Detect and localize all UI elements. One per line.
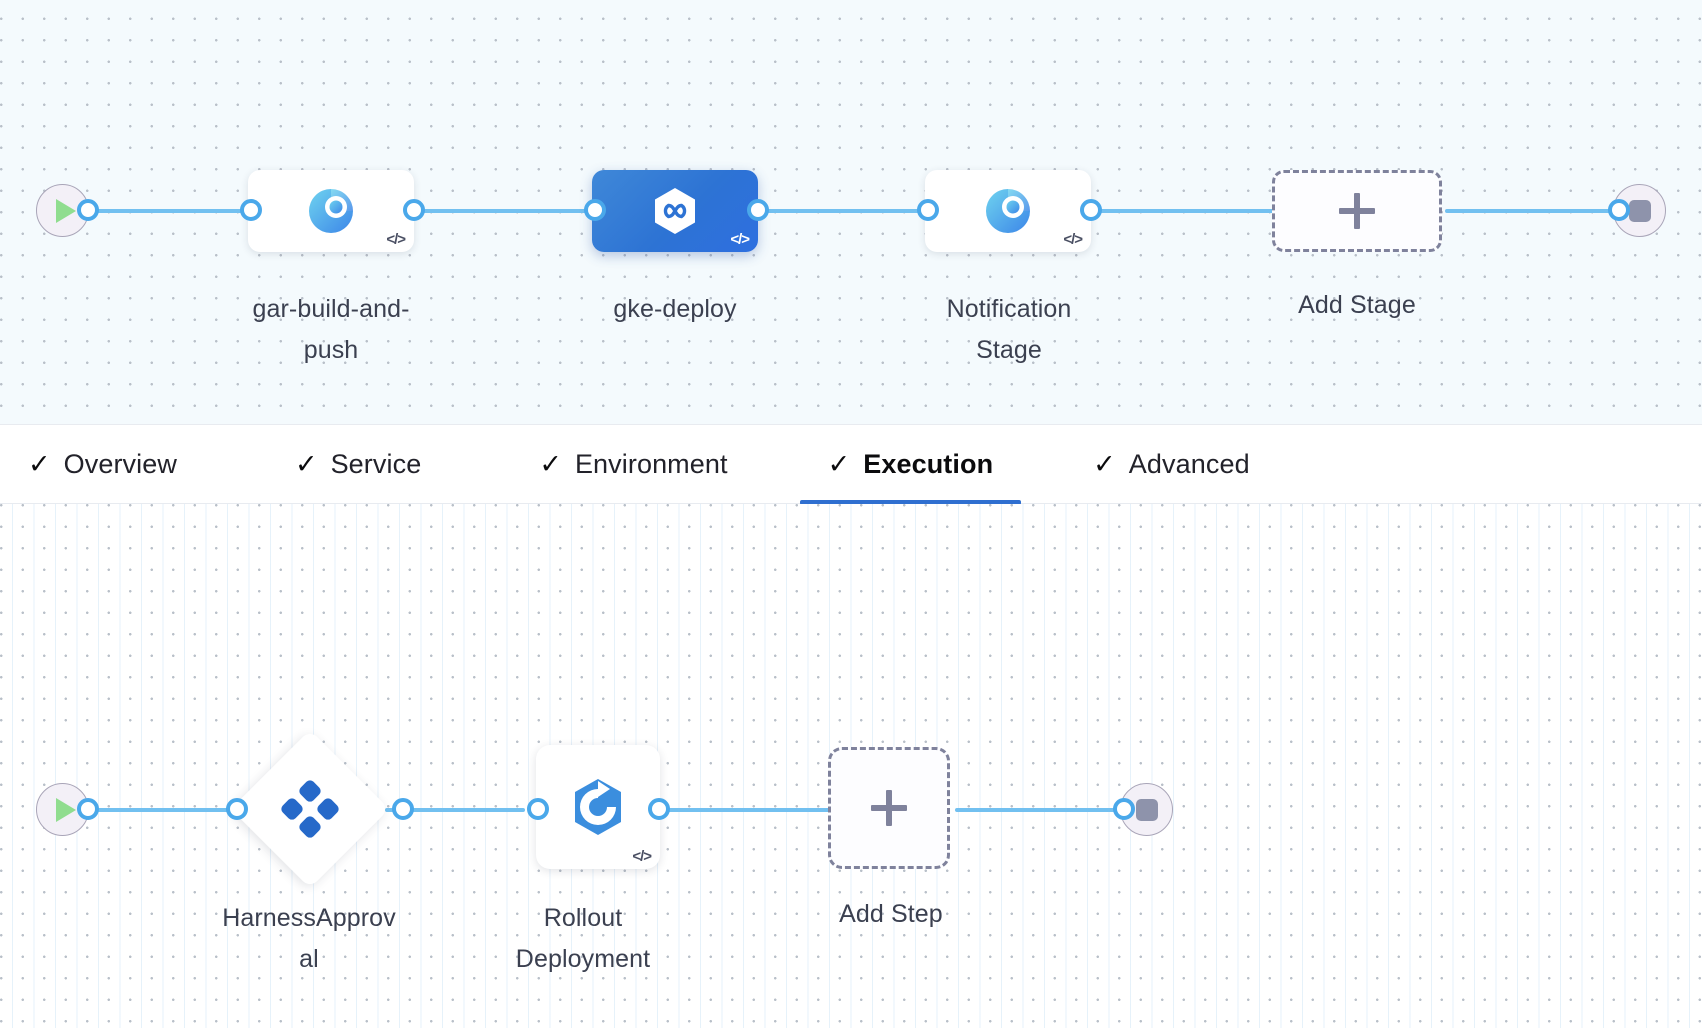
check-icon: ✓ xyxy=(539,448,562,479)
step-connector-dot[interactable] xyxy=(226,798,248,820)
harness-approval-icon-wrap xyxy=(254,753,366,865)
tab-label: Service xyxy=(330,448,422,479)
stage-connector-dot[interactable] xyxy=(917,199,939,221)
tab-environment[interactable]: ✓ Environment xyxy=(511,424,755,504)
stage-node-gar-build-and-push[interactable]: </> xyxy=(248,170,414,252)
check-icon: ✓ xyxy=(28,448,51,479)
code-badge-icon: </> xyxy=(1063,231,1083,248)
stage-node-notification-stage[interactable]: </> xyxy=(925,170,1091,252)
add-stage-button[interactable] xyxy=(1272,170,1442,252)
code-badge-icon: </> xyxy=(386,231,406,248)
plus-icon xyxy=(1339,193,1375,229)
tab-label: Environment xyxy=(574,448,728,479)
stage-connector-dot[interactable] xyxy=(240,199,262,221)
stage-link-3 xyxy=(740,209,925,213)
stage-label-notification-stage: Notification Stage xyxy=(946,295,1072,364)
step-connector-dot[interactable] xyxy=(1113,798,1135,820)
stage-link-4 xyxy=(1075,209,1275,213)
stop-icon xyxy=(1628,199,1651,222)
check-icon: ✓ xyxy=(1093,448,1116,479)
step-connector-dot[interactable] xyxy=(77,798,99,820)
add-step-label: Add Step xyxy=(839,900,943,928)
stage-connector-dot[interactable] xyxy=(584,199,606,221)
step-link-1 xyxy=(86,808,234,812)
stage-link-2 xyxy=(410,209,592,213)
plus-icon xyxy=(871,790,907,826)
harness-approval-icon xyxy=(281,780,339,838)
step-label-rollout-deployment: Rollout Deployment xyxy=(515,904,651,973)
step-connector-dot[interactable] xyxy=(527,798,549,820)
stage-connector-dot[interactable] xyxy=(747,199,769,221)
add-stage-label: Add Stage xyxy=(1298,291,1416,319)
stage-connector-dot[interactable] xyxy=(1608,199,1630,221)
stage-link-1 xyxy=(86,209,252,213)
code-badge-icon: </> xyxy=(730,231,750,248)
stage-config-tabs[interactable]: ✓ Overview ✓ Service ✓ Environment ✓ Exe… xyxy=(0,424,1702,505)
tab-overview[interactable]: ✓ Overview xyxy=(0,424,205,504)
stage-connector-dot[interactable] xyxy=(1080,199,1102,221)
execution-start-node[interactable] xyxy=(36,783,89,836)
stop-icon xyxy=(1135,798,1158,821)
tab-service[interactable]: ✓ Service xyxy=(267,424,449,504)
tab-label: Advanced xyxy=(1128,448,1250,479)
custom-stage-icon xyxy=(305,185,357,237)
pipeline-start-node[interactable] xyxy=(36,184,89,237)
step-node-rollout-deployment[interactable]: </> xyxy=(536,745,660,869)
step-link-2 xyxy=(385,808,525,812)
tab-execution[interactable]: ✓ Execution xyxy=(799,424,1022,505)
step-connector-dot[interactable] xyxy=(392,798,414,820)
step-link-4 xyxy=(955,808,1125,812)
step-connector-dot[interactable] xyxy=(648,798,670,820)
tab-advanced[interactable]: ✓ Advanced xyxy=(1065,424,1278,504)
play-icon xyxy=(55,198,76,223)
stage-connector-dot[interactable] xyxy=(77,199,99,221)
add-step-button[interactable] xyxy=(828,747,950,869)
deploy-stage-icon xyxy=(649,185,701,237)
step-label-harness-approval: HarnessApprov al xyxy=(222,904,396,973)
check-icon: ✓ xyxy=(294,448,318,479)
code-badge-icon: </> xyxy=(632,848,652,865)
play-icon xyxy=(55,797,76,822)
step-node-harness-approval[interactable] xyxy=(230,729,390,889)
k8s-rollout-icon xyxy=(567,776,629,838)
tab-label: Overview xyxy=(63,448,177,479)
step-link-3 xyxy=(655,808,835,812)
check-icon: ✓ xyxy=(827,448,851,479)
tab-label: Execution xyxy=(863,448,994,479)
stage-graph-canvas[interactable]: </> gar-build-and- push </> gke-deploy xyxy=(0,0,1702,424)
custom-stage-icon xyxy=(982,185,1034,237)
stage-label-gar-build-and-push: gar-build-and- push xyxy=(252,295,410,364)
execution-graph-canvas[interactable]: HarnessApprov al </> Rollout Deployment … xyxy=(0,504,1702,1028)
stage-node-gke-deploy[interactable]: </> xyxy=(592,170,758,252)
stage-link-5 xyxy=(1445,209,1615,213)
stage-label-gke-deploy: gke-deploy xyxy=(613,295,737,323)
stage-connector-dot[interactable] xyxy=(403,199,425,221)
